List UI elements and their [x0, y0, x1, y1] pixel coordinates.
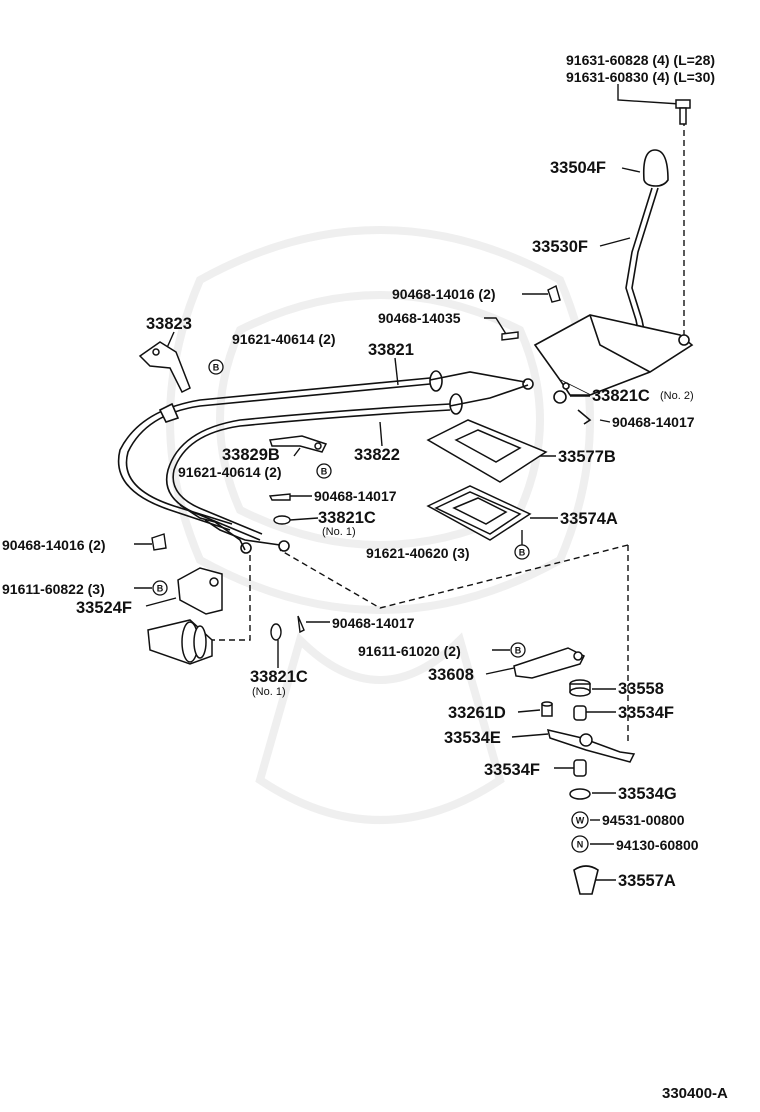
label-cable-lower: 33822 — [354, 446, 400, 464]
svg-text:W: W — [576, 816, 585, 826]
label-retainer-no1-upper-note: (No. 1) — [322, 526, 356, 538]
leader-33261d — [517, 709, 541, 713]
label-cable-upper: 33821 — [368, 341, 414, 359]
label-washer-w: 94531-00800 — [602, 812, 685, 828]
washer-33534g-part — [569, 788, 591, 800]
cable-assembly — [117, 370, 534, 554]
label-clip-lower: 90468-14017 — [332, 615, 415, 631]
svg-text:B: B — [213, 363, 220, 373]
clip-left-part — [151, 533, 167, 551]
leader-33524f — [145, 597, 177, 607]
label-retainer-no2: 33821C — [592, 387, 650, 405]
label-bolt-bracket: 91611-60822 (3) — [2, 581, 105, 597]
label-clip-mid: 90468-14035 — [378, 310, 461, 326]
clip-top-part — [547, 284, 561, 303]
label-bushing-b: 33534F — [618, 704, 674, 722]
dashed-line-cross — [279, 544, 629, 609]
bolt-part — [675, 99, 691, 125]
bracket-33823-part — [138, 341, 191, 394]
leader-33821c-upper — [289, 517, 319, 521]
gate-plate-part — [426, 419, 548, 483]
leader-33829b — [293, 447, 301, 457]
marker-b-4: B — [152, 580, 168, 596]
label-boot: 33574A — [560, 510, 618, 528]
label-bracket-left: 33823 — [146, 315, 192, 333]
shift-knob-part — [642, 149, 669, 187]
label-clip-left: 90468-14016 (2) — [2, 537, 106, 553]
leader-clip-mid — [484, 317, 507, 335]
label-pin: 33261D — [448, 704, 506, 722]
label-control-lever: 33608 — [428, 666, 474, 684]
label-bolt-b: 91631-60830 (4) (L=30) — [566, 69, 716, 85]
transmission-shaft-part — [147, 619, 213, 665]
label-bolt-small: 91621-40614 (2) — [178, 464, 282, 480]
marker-n: N — [571, 835, 589, 853]
label-bolt-boot: 91621-40620 (3) — [366, 545, 470, 561]
control-lever-part — [513, 647, 586, 679]
leader-knob — [621, 167, 641, 173]
label-washer: 33534G — [618, 785, 677, 803]
bushing-33558-part — [569, 679, 591, 697]
svg-text:B: B — [519, 548, 526, 558]
marker-w: W — [571, 811, 589, 829]
retainer-no1-upper-part — [273, 515, 291, 525]
label-retainer-no1-upper: 33821C — [318, 509, 376, 527]
label-bolt-lever: 91611-61020 (2) — [358, 643, 461, 659]
svg-text:B: B — [157, 584, 164, 594]
bracket-33829b-part — [268, 435, 328, 453]
leader-33822 — [379, 421, 383, 447]
marker-b-3: B — [514, 544, 530, 560]
label-bushing-a: 33558 — [618, 680, 664, 698]
svg-text:N: N — [577, 840, 584, 850]
leader-33608 — [485, 667, 515, 675]
marker-b-1: B — [208, 359, 224, 375]
leader-33534e — [511, 733, 549, 738]
label-cable-bracket: 33524F — [76, 599, 132, 617]
pin-33261d-part — [541, 701, 553, 717]
label-bolt-left: 91621-40614 (2) — [232, 331, 336, 347]
shift-housing-part — [533, 314, 694, 396]
label-lever: 33530F — [532, 238, 588, 256]
label-clip-center: 90468-14017 — [314, 488, 397, 504]
label-bushing-c: 33534F — [484, 761, 540, 779]
label-knob-lower: 33557A — [618, 872, 676, 890]
label-clip-top: 90468-14016 (2) — [392, 286, 496, 302]
marker-b-2: B — [316, 463, 332, 479]
leader-lever — [599, 237, 631, 247]
label-retainer-no2-note: (No. 2) — [660, 390, 694, 402]
leader-bolt — [617, 84, 681, 105]
cable-bracket-part — [177, 567, 223, 615]
label-plate: 33577B — [558, 448, 616, 466]
retainer-no2-part — [553, 390, 567, 404]
shift-boot-part — [426, 485, 532, 541]
leader-clip-right — [599, 419, 611, 423]
dashed-line-left — [205, 555, 251, 641]
retainer-no1-lower-part — [270, 623, 282, 641]
svg-text:B: B — [515, 646, 522, 656]
clip-mid-part — [501, 331, 519, 341]
svg-text:B: B — [321, 467, 328, 477]
label-clip-right: 90468-14017 — [612, 414, 695, 430]
bushing-33534f-b-part — [573, 759, 587, 777]
label-bracket-small: 33829B — [222, 446, 280, 464]
knob-33557a-part — [573, 865, 599, 895]
marker-b-5: B — [510, 642, 526, 658]
clip-center-part — [268, 493, 291, 501]
label-lever-sub: 33534E — [444, 729, 501, 747]
lever-33534e-part — [546, 728, 636, 763]
label-retainer-no1-lower-note: (No. 1) — [252, 686, 286, 698]
bushing-33534f-a-part — [573, 705, 587, 721]
label-nut-n: 94130-60800 — [616, 837, 699, 853]
figure-code: 330400-A — [662, 1085, 728, 1102]
label-knob: 33504F — [550, 159, 606, 177]
clip-lower-part — [297, 615, 305, 634]
label-retainer-no1-lower: 33821C — [250, 668, 308, 686]
clip-right-part — [577, 409, 592, 425]
label-bolt-a: 91631-60828 (4) (L=28) — [566, 52, 716, 68]
